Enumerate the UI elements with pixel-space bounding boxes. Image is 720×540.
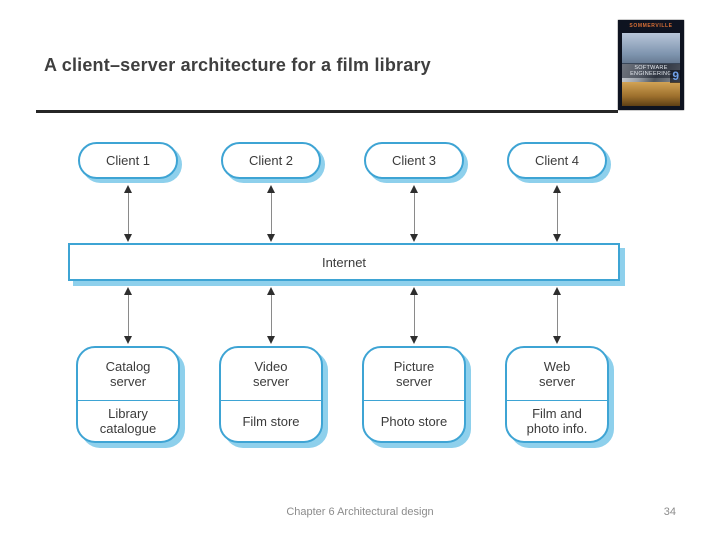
book-cover-building-gold (622, 81, 680, 106)
catalog-server-node: Catalog server Library catalogue (76, 346, 180, 443)
catalog-server-name: Catalog server (78, 348, 178, 401)
bidirectional-arrow-internet-web-server (553, 287, 561, 344)
bidirectional-arrow-internet-catalog-server (124, 287, 132, 344)
video-server-store: Film store (242, 413, 300, 429)
title-underline (36, 110, 618, 113)
picture-server-node: Picture server Photo store (362, 346, 466, 443)
client-3-node: Client 3 (364, 142, 464, 179)
internet-node: Internet (68, 243, 620, 281)
bidirectional-arrow-client2-internet (267, 185, 275, 242)
book-cover-sky (622, 33, 680, 64)
book-title: SOFTWARE ENGINEERING (620, 63, 682, 79)
client-1-node: Client 1 (78, 142, 178, 179)
book-edition-number: 9 (670, 68, 681, 83)
client-3-label: Client 3 (391, 153, 437, 168)
web-server-store: Film and photo info. (526, 406, 588, 436)
client-1-label: Client 1 (105, 153, 151, 168)
picture-server-name: Picture server (364, 348, 464, 401)
catalog-server-store: Library catalogue (99, 406, 157, 436)
book-author: SOMMERVILLE (629, 23, 673, 29)
page-title: A client–server architecture for a film … (44, 55, 431, 75)
internet-label: Internet (321, 254, 367, 270)
web-server-node: Web server Film and photo info. (505, 346, 609, 443)
video-server-name: Video server (221, 348, 321, 401)
book-cover: SOMMERVILLE SOFTWARE ENGINEERING 9 (618, 20, 684, 110)
video-server-node: Video server Film store (219, 346, 323, 443)
picture-server-store: Photo store (380, 413, 448, 429)
bidirectional-arrow-client3-internet (410, 185, 418, 242)
bidirectional-arrow-internet-picture-server (410, 287, 418, 344)
web-server-name: Web server (507, 348, 607, 401)
bidirectional-arrow-client1-internet (124, 185, 132, 242)
client-2-label: Client 2 (248, 153, 294, 168)
client-4-label: Client 4 (534, 153, 580, 168)
bidirectional-arrow-client4-internet (553, 185, 561, 242)
client-2-node: Client 2 (221, 142, 321, 179)
bidirectional-arrow-internet-video-server (267, 287, 275, 344)
footer-text: Chapter 6 Architectural design (286, 506, 434, 518)
page-number: 34 (663, 506, 676, 518)
client-4-node: Client 4 (507, 142, 607, 179)
